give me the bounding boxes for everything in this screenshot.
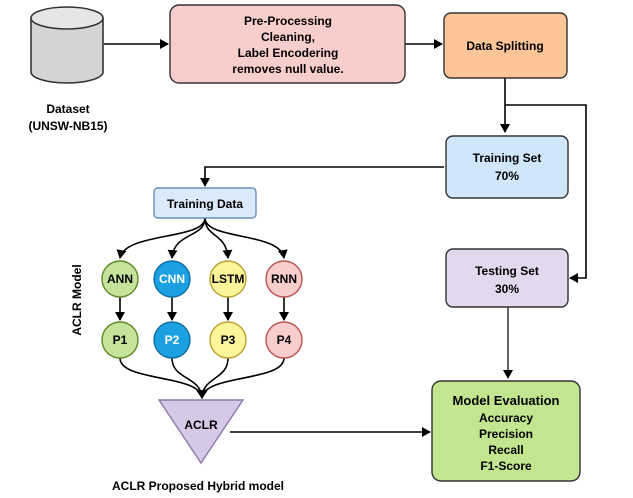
arrow-training-set-to-training-data [200, 166, 444, 187]
metric-accuracy: Accuracy [479, 411, 533, 425]
arrow-p2-to-aclr [171, 357, 207, 399]
testing-set-percent: 30% [495, 282, 519, 296]
connectors [104, 39, 587, 437]
aclr-label: ACLR [184, 418, 218, 432]
aclr-node: ACLR [157, 399, 245, 465]
model-evaluation-box [431, 380, 581, 482]
metric-f1-score: F1-Score [480, 459, 532, 473]
training-data-node: Training Data [153, 187, 257, 219]
p4-label: P4 [277, 333, 292, 347]
p4-circle [265, 321, 303, 359]
arrow-training-data-to-cnn [167, 217, 206, 259]
model-cnn: CNN [153, 260, 191, 298]
training-data-label: Training Data [167, 197, 243, 211]
training-set-label: Training Set [473, 151, 542, 165]
arrow-training-data-to-rnn [204, 217, 288, 259]
model-evaluation-title: Model Evaluation [453, 393, 560, 408]
arrow-p4-to-aclr [197, 357, 285, 399]
aclr-model-side-label: ACLR Model [70, 264, 84, 335]
cnn-label: CNN [159, 272, 185, 286]
training-set-percent: 70% [495, 169, 519, 183]
p3-label: P3 [221, 333, 236, 347]
rnn-circle [265, 260, 303, 298]
arrow-p3-to-aclr [197, 357, 229, 399]
p3-circle [209, 321, 247, 359]
lstm-label: LSTM [212, 272, 245, 286]
data-splitting-node: Data Splitting [443, 12, 568, 79]
testing-set-node: Testing Set 30% [445, 248, 569, 308]
metric-precision: Precision [479, 427, 533, 441]
ann-circle [101, 260, 139, 298]
prediction-p4: P4 [265, 321, 303, 359]
testing-set-label: Testing Set [475, 264, 539, 278]
aclr-triangle [157, 399, 245, 465]
training-set-box [445, 135, 569, 199]
prediction-p3: P3 [209, 321, 247, 359]
p1-label: P1 [113, 333, 128, 347]
dataset-subtitle: (UNSW-NB15) [28, 119, 107, 133]
p1-circle [101, 321, 139, 359]
model-evaluation-node: Model Evaluation Accuracy Precision Reca… [431, 380, 581, 482]
arrow-training-data-to-lstm [204, 217, 233, 259]
training-data-box [153, 187, 257, 219]
rnn-label: RNN [271, 272, 297, 286]
arrow-training-data-to-ann [116, 217, 206, 259]
training-set-node: Training Set 70% [445, 135, 569, 199]
dataset-title: Dataset [46, 102, 89, 116]
p2-label: P2 [165, 333, 180, 347]
p2-circle [153, 321, 191, 359]
arrow-splitting-to-testing-set [505, 104, 587, 283]
prediction-p2: P2 [153, 321, 191, 359]
preprocessing-line4: removes null value. [232, 62, 343, 76]
model-lstm: LSTM [209, 260, 247, 298]
hybrid-model-caption: ACLR Proposed Hybrid model [112, 479, 284, 493]
cnn-circle [153, 260, 191, 298]
preprocessing-line2: Cleaning, [261, 30, 315, 44]
model-ann: ANN [101, 260, 139, 298]
database-icon [30, 6, 104, 84]
testing-set-box [445, 248, 569, 308]
ann-label: ANN [107, 272, 133, 286]
data-splitting-label: Data Splitting [466, 39, 543, 53]
preprocessing-node: Pre-Processing Cleaning, Label Encoderin… [169, 4, 406, 84]
lstm-circle [209, 260, 247, 298]
model-rnn: RNN [265, 260, 303, 298]
dataset-node: Dataset (UNSW-NB15) [28, 6, 108, 133]
preprocessing-line3: Label Encodering [238, 46, 339, 60]
metric-recall: Recall [488, 443, 523, 457]
preprocessing-box [169, 4, 406, 84]
data-splitting-box [443, 12, 568, 79]
preprocessing-line1: Pre-Processing [244, 14, 332, 28]
arrow-p1-to-aclr [119, 357, 207, 399]
prediction-p1: P1 [101, 321, 139, 359]
